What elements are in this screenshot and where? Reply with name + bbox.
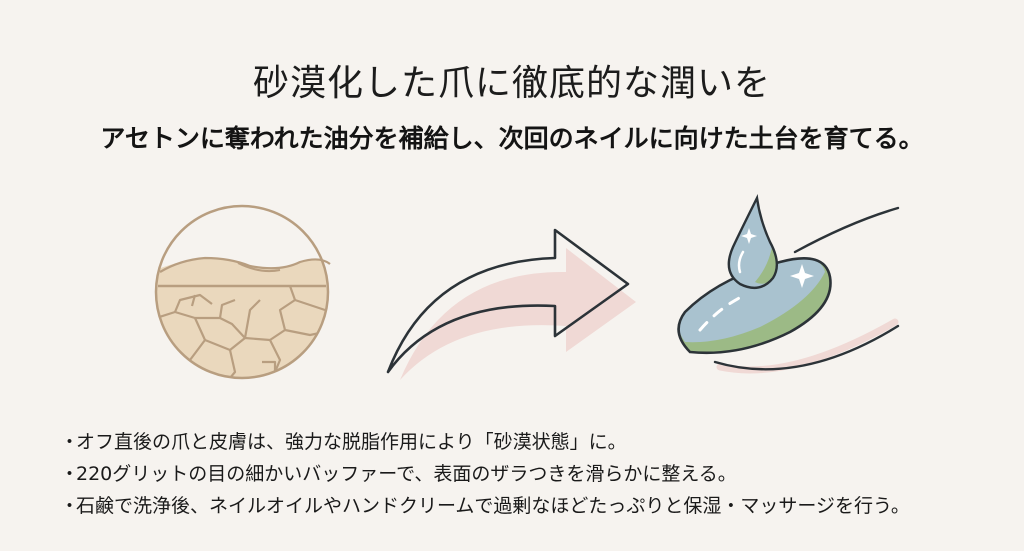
bullet-list: ・オフ直後の爪と皮膚は、強力な脱脂作用により「砂漠状態」に。 ・220グリットの…: [60, 426, 910, 522]
curved-arrow-icon: [386, 228, 636, 380]
page-title: 砂漠化した爪に徹底的な潤いを: [252, 63, 771, 104]
oil-drop-on-nail-icon: [677, 193, 900, 374]
page-subtitle: アセトンに奪われた油分を補給し、次回のネイルに向けた土台を育てる。: [100, 124, 924, 153]
bullet-item: ・石鹸で洗浄後、ネイルオイルやハンドクリームで過剰なほどたっぷりと保湿・マッサー…: [60, 495, 910, 517]
cracked-desert-circle-icon: [154, 204, 331, 380]
bullet-item: ・220グリットの目の細かいバッファーで、表面のザラつきを滑らかに整える。: [60, 463, 737, 485]
bullet-item: ・オフ直後の爪と皮膚は、強力な脱脂作用により「砂漠状態」に。: [60, 431, 627, 453]
